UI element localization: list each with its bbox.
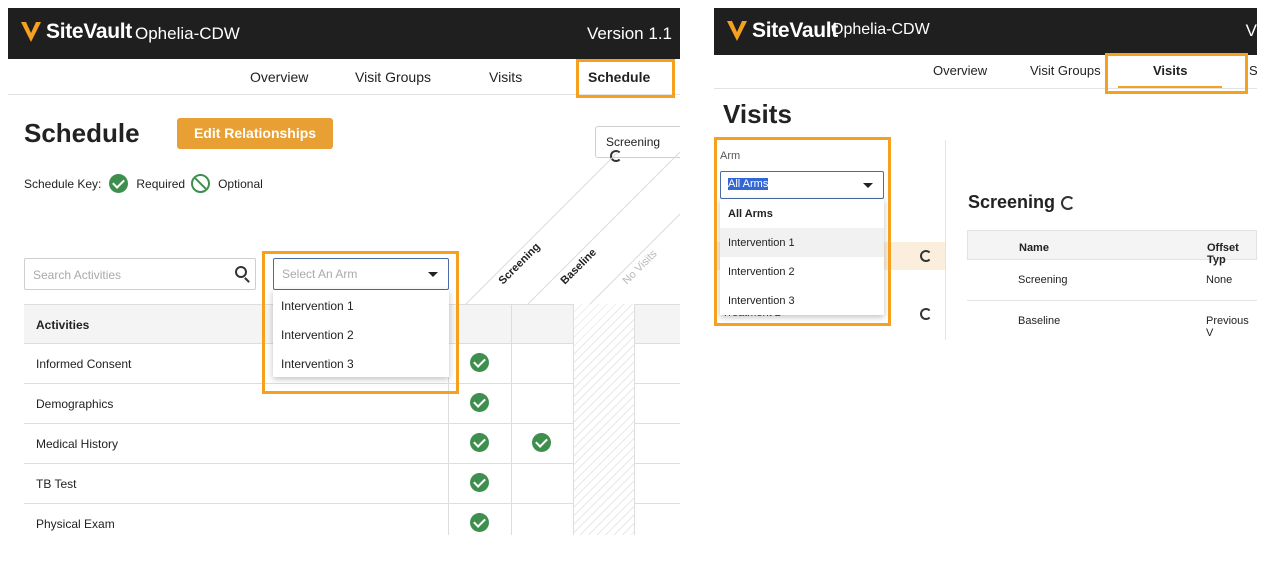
search-placeholder: Search Activities (33, 268, 122, 282)
sub-navigation: Overview Visit Groups Visits Schedule (8, 59, 680, 95)
screening-filter-label: Screening (606, 135, 661, 149)
activity-name: Physical Exam (36, 517, 115, 531)
vault-v-icon (727, 21, 747, 41)
sitevault-logo[interactable]: SiteVault (726, 19, 838, 43)
arm-dropdown: All Arms Intervention 1 Intervention 2 I… (720, 199, 884, 315)
refresh-icon[interactable] (920, 308, 932, 320)
arm-option-intervention-2[interactable]: Intervention 2 (728, 266, 795, 278)
top-bar: SiteVault Ophelia-CDW V (714, 8, 1257, 55)
no-visits-column (573, 304, 635, 535)
name-column-header: Name (1019, 242, 1049, 254)
visit-name: Baseline (1018, 315, 1061, 327)
visits-screen: SiteVault Ophelia-CDW V Overview Visit G… (714, 0, 1257, 340)
required-check-icon[interactable] (470, 473, 489, 492)
edit-relationships-button[interactable]: Edit Relationships (177, 118, 333, 149)
required-check-icon[interactable] (470, 433, 489, 452)
arm-select[interactable]: All Arms (720, 171, 884, 199)
activity-name: Demographics (36, 397, 114, 411)
sitevault-logo[interactable]: SiteVault (20, 20, 132, 44)
arm-option-intervention-1[interactable]: Intervention 1 (281, 299, 354, 313)
refresh-icon (610, 150, 622, 162)
chevron-down-icon (428, 272, 438, 277)
arm-option-intervention-1[interactable]: Intervention 1 (720, 228, 884, 257)
optional-icon (191, 174, 211, 193)
brand-name: SiteVault (46, 20, 132, 43)
activity-name: Medical History (36, 437, 119, 451)
tab-visit-groups[interactable]: Visit Groups (355, 69, 431, 85)
table-row[interactable]: Baseline Previous V (967, 301, 1257, 340)
tab-schedule[interactable]: S (1249, 63, 1257, 78)
page-title: Visits (723, 99, 792, 129)
arm-option-all-arms[interactable]: All Arms (728, 208, 773, 220)
active-tab-underline (1118, 86, 1222, 88)
tab-visits[interactable]: Visits (1153, 63, 1188, 78)
table-row: Informed Consent (24, 344, 680, 384)
offset-column-header: Offset Typ (1207, 242, 1239, 266)
schedule-screen: SiteVault Ophelia-CDW Version 1.1 Overvi… (8, 0, 680, 535)
visit-offset: Previous V (1206, 315, 1249, 339)
activity-name: Informed Consent (36, 357, 132, 371)
sub-navigation: Overview Visit Groups Visits S (714, 55, 1257, 89)
table-header: Name Offset Typ (967, 230, 1257, 266)
column-divider (511, 304, 512, 535)
chevron-down-icon (863, 183, 873, 188)
vault-v-icon (21, 22, 41, 42)
tab-visits[interactable]: Visits (489, 69, 523, 85)
schedule-key-label: Schedule Key: (24, 176, 102, 191)
tab-visit-groups[interactable]: Visit Groups (1030, 63, 1101, 78)
arm-option-intervention-3[interactable]: Intervention 3 (281, 357, 354, 371)
section-title-text: Screening (968, 192, 1056, 212)
required-check-icon[interactable] (532, 433, 551, 452)
study-name: Ophelia-CDW (831, 21, 930, 38)
table-row: Physical Exam (24, 504, 680, 535)
arm-dropdown: Intervention 1 Intervention 2 Interventi… (273, 290, 449, 377)
search-activities-input[interactable]: Search Activities (24, 258, 256, 290)
study-name: Ophelia-CDW (135, 24, 240, 43)
brand-name: SiteVault (752, 19, 838, 42)
optional-label: Optional (218, 176, 263, 191)
table-row[interactable]: Screening None (967, 260, 1257, 301)
visit-name: Screening (1018, 274, 1068, 286)
diagonal-header-lines (465, 151, 680, 305)
required-label: Required (136, 176, 186, 191)
arm-label: Arm (720, 150, 741, 162)
table-row: Demographics (24, 384, 680, 424)
arm-option-intervention-3[interactable]: Intervention 3 (728, 295, 795, 307)
required-check-icon[interactable] (470, 393, 489, 412)
tab-schedule[interactable]: Schedule (588, 69, 651, 85)
top-bar: SiteVault Ophelia-CDW Version 1.1 (8, 8, 680, 59)
tab-overview[interactable]: Overview (250, 69, 309, 85)
tab-overview[interactable]: Overview (933, 63, 988, 78)
screening-filter-button[interactable]: Screening (595, 126, 680, 162)
arm-option-intervention-2[interactable]: Intervention 2 (281, 328, 354, 342)
table-row: Medical History (24, 424, 680, 464)
required-check-icon[interactable] (470, 513, 489, 532)
refresh-icon[interactable] (920, 250, 932, 262)
required-check-icon (109, 174, 129, 193)
page-title: Schedule (24, 118, 140, 148)
arm-select[interactable]: Select An Arm (273, 258, 449, 290)
visits-table: Name Offset Typ Screening None Baseline … (967, 230, 1257, 340)
required-check-icon[interactable] (470, 353, 489, 372)
activity-name: TB Test (36, 477, 77, 491)
table-row: TB Test (24, 464, 680, 504)
section-title: Screening (968, 192, 1076, 213)
refresh-icon[interactable] (1061, 196, 1076, 210)
search-icon[interactable] (235, 266, 247, 278)
column-divider (448, 304, 449, 535)
activities-header: Activities (36, 318, 90, 332)
version-label: V (1245, 21, 1257, 40)
version-label: Version 1.1 (586, 24, 672, 43)
visit-offset: None (1206, 274, 1233, 286)
arm-select-value: All Arms (728, 178, 769, 190)
arm-select-placeholder: Select An Arm (282, 267, 358, 281)
schedule-key: Schedule Key: Required Optional (24, 174, 263, 193)
